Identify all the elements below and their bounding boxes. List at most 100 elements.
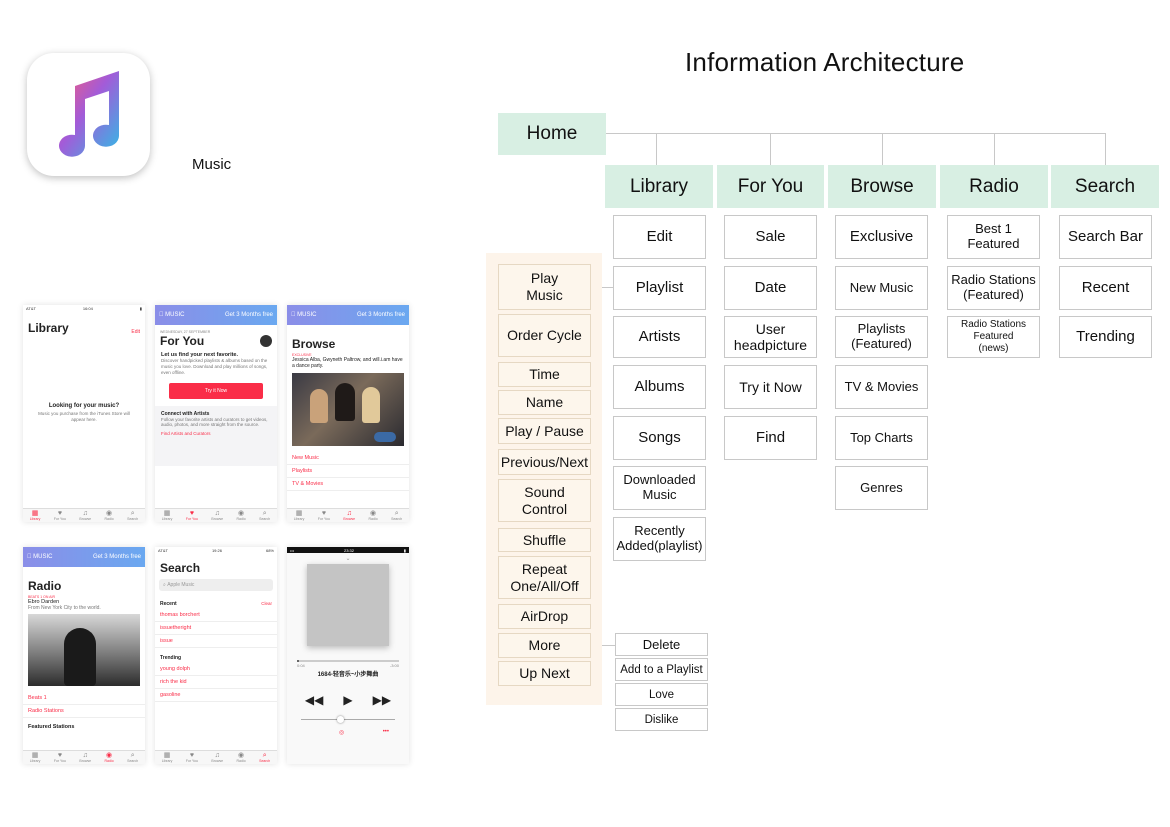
library-icon: ▦ bbox=[163, 752, 171, 759]
library-icon: ▦ bbox=[31, 510, 39, 517]
tab-library[interactable]: ▦Library bbox=[294, 510, 305, 521]
person-figure bbox=[310, 388, 328, 423]
signal-icon: ••• bbox=[290, 547, 295, 553]
find-artists-link[interactable]: Find Artists and Curators bbox=[161, 431, 211, 437]
browse-item: Top Charts bbox=[835, 416, 928, 460]
offer-link[interactable]: Get 3 Months free bbox=[92, 554, 141, 560]
tab-for-you[interactable]: ♥For You bbox=[186, 752, 198, 763]
apple-logo-icon:  bbox=[159, 312, 164, 318]
empty-title: Looking for your music? bbox=[48, 403, 120, 409]
next-icon[interactable]: ▶▶ bbox=[372, 693, 392, 707]
host-name: Ebro Darden bbox=[28, 599, 60, 605]
recent-search[interactable]: issue bbox=[155, 635, 277, 648]
trending-search[interactable]: gasoline bbox=[155, 689, 277, 702]
radio-link[interactable]: Radio Stations bbox=[23, 705, 145, 718]
connector-search bbox=[1105, 133, 1106, 165]
tab-label: Browse bbox=[211, 517, 224, 521]
offer-link[interactable]: Get 3 Months free bbox=[224, 312, 273, 318]
player-feature: Sound Control bbox=[498, 479, 591, 522]
search-icon: ⌕ bbox=[262, 510, 267, 517]
recent-search[interactable]: issuetheright bbox=[155, 622, 277, 635]
tab-library[interactable]: ▦Library bbox=[30, 510, 41, 521]
previous-icon[interactable]: ◀◀ bbox=[304, 693, 324, 707]
more-icon[interactable]: ••• bbox=[382, 729, 389, 735]
tab-search[interactable]: ⌕Search bbox=[259, 510, 270, 521]
offer-link[interactable]: Get 3 Months free bbox=[356, 312, 405, 318]
search-input[interactable]: ⌕ Apple Music bbox=[159, 579, 273, 591]
trending-search[interactable]: rich the kid bbox=[155, 676, 277, 689]
library-item: Artists bbox=[613, 316, 706, 358]
music-brand:  MUSIC bbox=[159, 312, 185, 318]
tab-browse[interactable]: ♫Browse bbox=[211, 752, 223, 763]
tab-label: Search bbox=[259, 759, 271, 763]
radio-link[interactable]: Beats 1 bbox=[23, 692, 145, 705]
search-item: Recent bbox=[1059, 266, 1152, 310]
tab-search[interactable]: ⌕Search bbox=[259, 752, 270, 763]
tab-label: For You bbox=[317, 517, 330, 521]
volume-knob[interactable] bbox=[337, 716, 345, 723]
library-icon: ▦ bbox=[163, 510, 171, 517]
radio-item: Radio Stations Featured (news) bbox=[947, 316, 1040, 358]
tab-browse[interactable]: ♫Browse bbox=[211, 510, 223, 521]
diagram-title: Information Architecture bbox=[685, 47, 965, 77]
progress-track[interactable] bbox=[297, 660, 399, 662]
tab-radio[interactable]: ◉Radio bbox=[237, 752, 246, 763]
library-item: Recently Added(playlist) bbox=[613, 517, 706, 561]
date-label: WEDNESDAY, 27 SEPTEMBER bbox=[160, 330, 211, 334]
radio-icon: ◉ bbox=[106, 752, 113, 759]
tab-for-you[interactable]: ♥For You bbox=[186, 510, 198, 521]
for-you-item: Find bbox=[724, 416, 817, 460]
tab-search[interactable]: ⌕Search bbox=[127, 752, 138, 763]
tab-label: Browse bbox=[211, 759, 224, 763]
tab-radio[interactable]: ◉Radio bbox=[237, 510, 246, 521]
tab-label: Search bbox=[127, 517, 139, 521]
search-icon: ⌕ bbox=[262, 752, 267, 759]
tab-radio[interactable]: ◉Radio bbox=[369, 510, 378, 521]
browse-link[interactable]: New Music bbox=[287, 452, 409, 465]
avatar[interactable] bbox=[260, 335, 272, 347]
play-icon[interactable]: ▶ bbox=[343, 693, 353, 707]
browse-link[interactable]: Playlists bbox=[287, 465, 409, 478]
tab-search[interactable]: ⌕Search bbox=[127, 510, 138, 521]
show-logo bbox=[374, 431, 396, 442]
beats1-hero-image[interactable] bbox=[28, 614, 140, 686]
volume-slider[interactable] bbox=[301, 716, 395, 723]
node-browse: Browse bbox=[828, 165, 936, 208]
tab-browse[interactable]: ♫Browse bbox=[79, 510, 91, 521]
tab-radio[interactable]: ◉Radio bbox=[105, 510, 114, 521]
tab-radio[interactable]: ◉Radio bbox=[105, 752, 114, 763]
try-it-now-button[interactable]: Try it Now bbox=[169, 382, 263, 399]
screen-now-playing: •••23:32▮ ⌄ 0:04 -3:00 1684-轻音乐~小步舞曲 ◀◀ … bbox=[287, 547, 409, 764]
music-banner:  MUSIC Get 3 Months free bbox=[155, 305, 277, 325]
tab-label: Library bbox=[161, 517, 173, 521]
node-radio: Radio bbox=[940, 165, 1048, 208]
connector-for-you bbox=[770, 133, 771, 165]
tab-library[interactable]: ▦Library bbox=[162, 752, 173, 763]
tab-browse[interactable]: ♫Browse bbox=[343, 510, 355, 521]
tab-search[interactable]: ⌕Search bbox=[391, 510, 402, 521]
elapsed-time: 0:04 bbox=[297, 663, 305, 668]
tab-for-you[interactable]: ♥For You bbox=[54, 752, 66, 763]
tab-for-you[interactable]: ♥For You bbox=[54, 510, 66, 521]
edit-button[interactable]: Edit bbox=[131, 329, 140, 335]
browse-item: New Music bbox=[835, 266, 928, 310]
tab-library[interactable]: ▦Library bbox=[30, 752, 41, 763]
browse-link[interactable]: TV & Movies bbox=[287, 478, 409, 491]
airplay-icon[interactable]: ◎ bbox=[339, 730, 345, 736]
collapse-chevron-icon[interactable]: ⌄ bbox=[345, 556, 351, 562]
note-icon: ♫ bbox=[82, 752, 88, 759]
library-item: Songs bbox=[613, 416, 706, 460]
tab-bar: ▦Library ♥For You ♫Browse ◉Radio ⌕Search bbox=[23, 750, 145, 764]
recent-search[interactable]: thomas borchert bbox=[155, 609, 277, 622]
tab-library[interactable]: ▦Library bbox=[162, 510, 173, 521]
connect-title: Connect with Artists bbox=[161, 410, 210, 417]
connect-body: Follow your favorite artists and curator… bbox=[161, 416, 268, 428]
tab-browse[interactable]: ♫Browse bbox=[79, 752, 91, 763]
tab-for-you[interactable]: ♥For You bbox=[318, 510, 330, 521]
tab-label: For You bbox=[185, 759, 198, 763]
browse-headline: Jessica Alba, Gwyneth Paltrow, and will.… bbox=[292, 357, 403, 370]
clear-button[interactable]: Clear bbox=[261, 601, 272, 606]
featured-video-thumbnail[interactable] bbox=[292, 372, 404, 446]
trending-search[interactable]: young dolph bbox=[155, 663, 277, 676]
